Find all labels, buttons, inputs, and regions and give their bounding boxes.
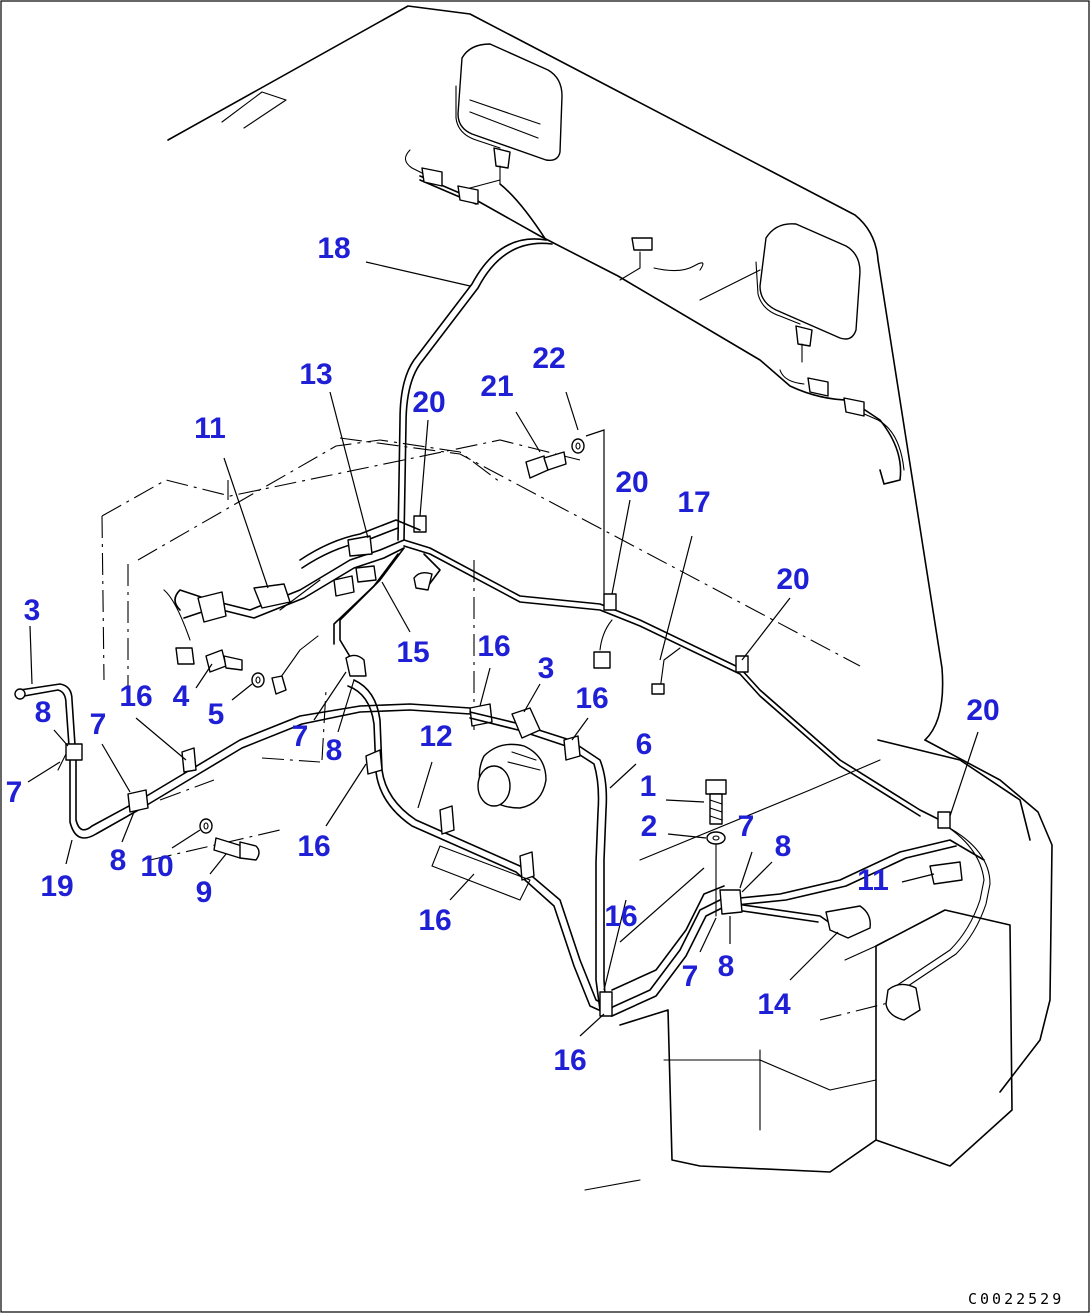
callout-15: 15: [396, 636, 429, 669]
callout-8: 8: [326, 734, 343, 767]
callout-20: 20: [412, 386, 445, 419]
callout-7: 7: [682, 960, 699, 993]
connector: [807, 377, 829, 397]
connector-13: [347, 535, 373, 557]
callout-16: 16: [418, 904, 451, 937]
connector: [333, 575, 355, 597]
callout-16: 16: [297, 830, 330, 863]
callout-7: 7: [6, 776, 23, 809]
harness-13-15-11: [163, 519, 441, 695]
connector: [413, 571, 433, 591]
callout-9: 9: [196, 876, 213, 909]
callout-20: 20: [776, 563, 809, 596]
leader-lines: [27, 261, 979, 1037]
callout-18: 18: [317, 232, 350, 265]
callout-8: 8: [775, 830, 792, 863]
connector: [885, 983, 921, 1021]
bolt-4: [205, 649, 243, 673]
connector: [457, 185, 479, 205]
clip-16: [439, 805, 455, 835]
bolt-21: [525, 451, 567, 479]
harness-11-14: [599, 839, 985, 1021]
clamp-8: [127, 789, 149, 813]
clamp-8: [719, 889, 743, 915]
callout-17: 17: [677, 486, 710, 519]
guard-plate: [431, 845, 531, 901]
callout-7: 7: [738, 810, 755, 843]
washer-10: [199, 818, 213, 834]
connector: [843, 397, 865, 417]
washer-22: [571, 438, 585, 454]
callout-12: 12: [419, 720, 452, 753]
callout-11: 11: [857, 864, 889, 897]
clamp-8: [345, 654, 367, 677]
callout-8: 8: [35, 696, 52, 729]
callout-3: 3: [24, 594, 41, 627]
clip-20: [937, 811, 951, 829]
clip-20: [603, 593, 617, 611]
work-lamp-rear: [755, 223, 861, 363]
callout-8: 8: [718, 950, 735, 983]
terminal: [271, 675, 287, 695]
connector-14: [825, 905, 871, 939]
callout-10: 10: [140, 850, 173, 883]
washer-2: [706, 831, 726, 845]
harness-12: [347, 679, 613, 1017]
figure-code: C0022529: [968, 1290, 1064, 1308]
machine-body-outline: [101, 5, 1053, 1191]
connector: [631, 237, 653, 251]
harness-19: [14, 683, 493, 839]
callout-13: 13: [299, 358, 332, 391]
callout-4: 4: [173, 680, 190, 713]
clip-16: [365, 749, 383, 775]
harness-18: [397, 149, 905, 541]
callout-16: 16: [575, 682, 608, 715]
callout-2: 2: [641, 810, 658, 843]
washer-5: [251, 672, 265, 688]
callout-5: 5: [208, 698, 225, 731]
callout-14: 14: [757, 988, 791, 1021]
clamp-8: [65, 743, 83, 761]
clip-20: [735, 655, 749, 673]
callout-7: 7: [90, 708, 107, 741]
callout-19: 19: [40, 870, 73, 903]
relay-11: [253, 583, 291, 609]
callout-16: 16: [553, 1044, 586, 1077]
callout-3: 3: [538, 652, 555, 685]
callout-20: 20: [966, 694, 999, 727]
connector: [421, 167, 443, 187]
work-lamp-front: [455, 43, 563, 185]
callout-20: 20: [615, 466, 648, 499]
callout-8: 8: [110, 844, 127, 877]
callout-11: 11: [194, 412, 226, 445]
connector: [593, 651, 611, 669]
callout-7: 7: [292, 720, 309, 753]
terminal-3: [14, 688, 26, 700]
callout-16: 16: [119, 680, 152, 713]
callout-1: 1: [640, 770, 657, 803]
clip-16: [181, 747, 197, 773]
clip-16: [599, 991, 613, 1017]
callout-6: 6: [636, 728, 653, 761]
connector: [651, 683, 665, 695]
horn-3: [477, 707, 547, 809]
callout-22: 22: [532, 342, 565, 375]
connector-11: [929, 861, 963, 885]
callout-16: 16: [477, 630, 510, 663]
callout-16: 16: [604, 900, 637, 933]
clip-16: [519, 851, 535, 881]
connector: [175, 647, 195, 665]
bolt-1: [705, 779, 727, 825]
connector: [197, 591, 227, 623]
connector: [355, 565, 377, 583]
harness-6: [469, 711, 608, 1011]
callout-21: 21: [480, 370, 513, 403]
bolt-9: [213, 837, 260, 861]
